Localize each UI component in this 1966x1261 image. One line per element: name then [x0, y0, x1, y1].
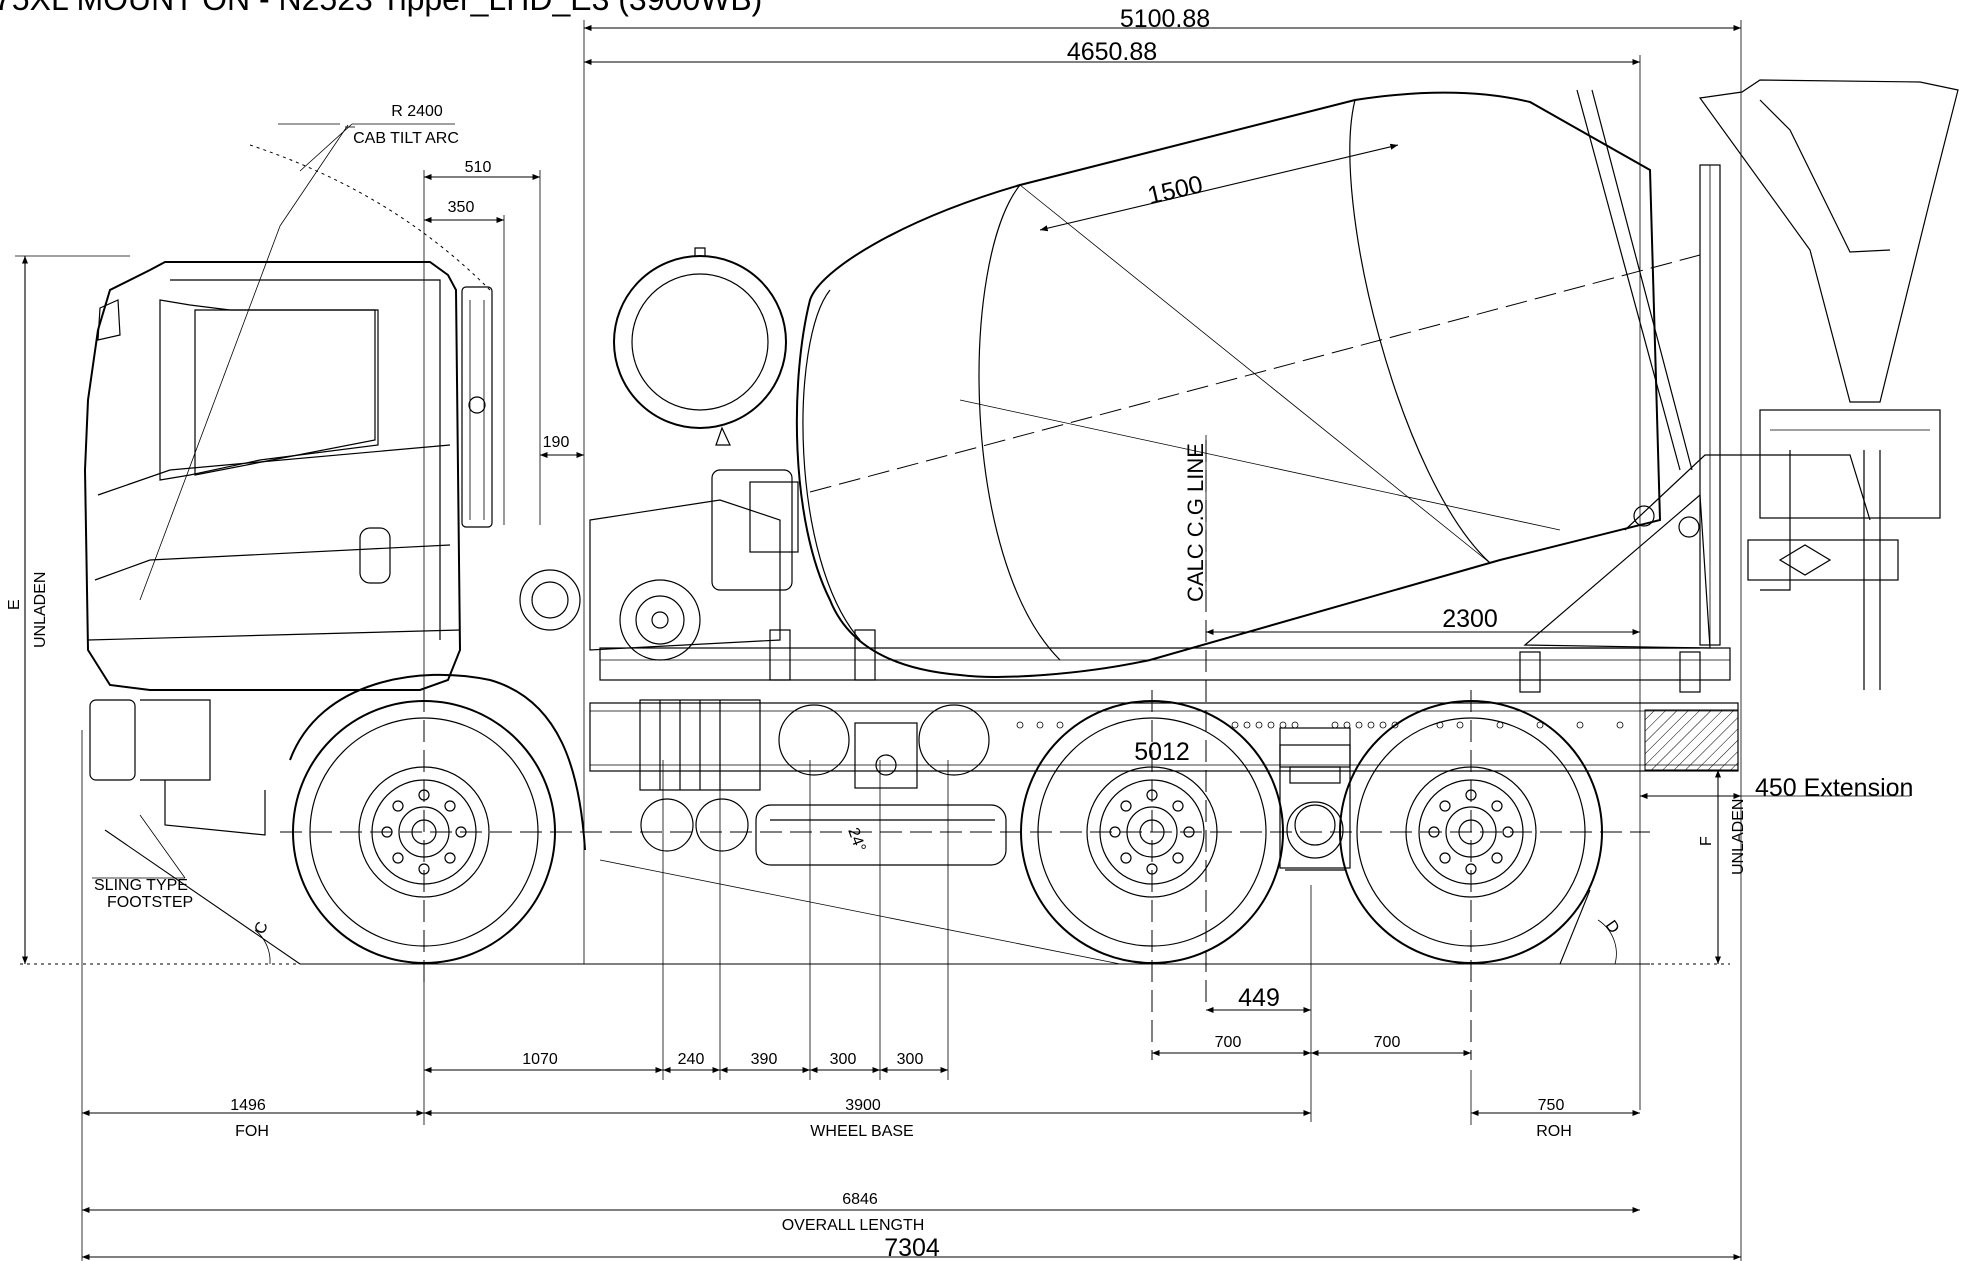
dim-1500: 1500 — [1145, 170, 1205, 210]
sling-footstep-line2: FOOTSTEP — [107, 894, 193, 911]
dimension-labels: 5100.88 4650.88 R 2400 CAB TILT ARC 510 … — [6, 5, 1913, 1261]
drawing-title: 75XL MOUNT ON - N2523 Tipper_LHD_E3 (390… — [0, 0, 762, 17]
chassis-frame — [589, 647, 1739, 772]
dim-700-a: 700 — [1215, 1034, 1242, 1051]
cg-line-label: CALC C.G LINE — [1183, 443, 1208, 602]
roh-value: 750 — [1538, 1097, 1565, 1114]
angle-24: 24° — [844, 826, 868, 855]
dim-300-a: 300 — [830, 1051, 857, 1068]
dim-190: 190 — [543, 434, 570, 451]
dim-7304: 7304 — [884, 1234, 940, 1261]
tandem-suspension — [1279, 744, 1351, 871]
wheel-base-value: 3900 — [845, 1097, 881, 1114]
unladen-left-label: UNLADEN — [32, 572, 49, 648]
dim-510: 510 — [465, 159, 492, 176]
wheel-base-label: WHEEL BASE — [810, 1123, 913, 1140]
centre-lines — [280, 440, 1650, 1060]
cab-tilt-arc-label: CAB TILT ARC — [353, 130, 459, 147]
dim-1070: 1070 — [522, 1051, 558, 1068]
dim-350: 350 — [448, 199, 475, 216]
foh-value: 1496 — [230, 1097, 266, 1114]
dim-5012: 5012 — [1134, 738, 1190, 766]
departure-angle-d: D — [1602, 918, 1623, 937]
water-tank — [613, 247, 787, 446]
overall-length-label: OVERALL LENGTH — [782, 1217, 925, 1234]
extension-label: 450 Extension — [1755, 774, 1913, 802]
approach-departure-angles — [104, 829, 1650, 965]
dim-4650-88: 4650.88 — [1067, 38, 1157, 66]
fuel-tank — [755, 804, 1007, 866]
dim-5100-88: 5100.88 — [1120, 5, 1210, 33]
dim-390: 390 — [751, 1051, 778, 1068]
cab-tilt-arc — [139, 123, 491, 601]
dim-300-b: 300 — [897, 1051, 924, 1068]
drum-mounts — [769, 629, 1701, 693]
unladen-right-label: UNLADEN — [1730, 799, 1747, 875]
truck-cab — [83, 261, 493, 836]
height-e-label: E — [6, 599, 23, 610]
overall-length-value: 6846 — [842, 1191, 878, 1208]
cab-tilt-radius: R 2400 — [391, 103, 443, 120]
dim-2300: 2300 — [1442, 605, 1498, 633]
dim-240: 240 — [678, 1051, 705, 1068]
mixer-drum — [795, 79, 1959, 690]
roh-label: ROH — [1536, 1123, 1572, 1140]
dimension-lines — [15, 20, 1910, 1261]
hydraulic-unit — [519, 469, 799, 661]
dim-449: 449 — [1238, 984, 1280, 1012]
height-f-label: F — [1698, 836, 1715, 846]
sling-footstep-line1: SLING TYPE — [94, 877, 188, 894]
foh-label: FOH — [235, 1123, 269, 1140]
dim-700-b: 700 — [1374, 1034, 1401, 1051]
air-tanks — [639, 699, 1351, 869]
approach-angle-c: C — [252, 920, 272, 937]
front-mudguard — [289, 673, 586, 851]
